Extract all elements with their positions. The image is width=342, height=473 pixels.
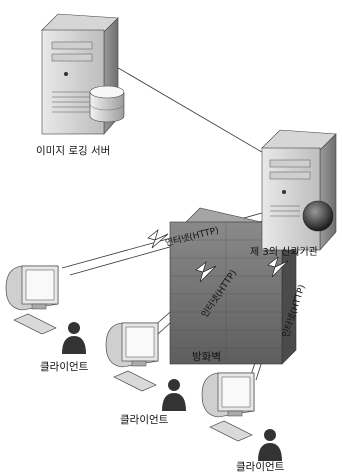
lightning-icon <box>267 256 289 278</box>
firewall-label: 방화벽 <box>192 351 221 363</box>
monitor-icon <box>5 265 59 311</box>
trusted-third-party-label: 제 3의 신뢰기관 <box>250 246 318 258</box>
lightning-icon <box>147 229 169 249</box>
client-1: 클라이언트 <box>5 265 89 373</box>
keyboard-icon <box>209 420 253 442</box>
trusted-third-party-server: 제 3의 신뢰기관 <box>250 129 337 258</box>
user-icon <box>62 322 86 354</box>
monitor-icon <box>201 372 255 418</box>
client-2-label: 클라이언트 <box>120 414 169 426</box>
lightning-bolts <box>147 229 289 283</box>
database-icon <box>89 85 125 123</box>
keyboard-icon <box>113 370 157 392</box>
client-2: 클라이언트 <box>105 322 186 426</box>
client-3-label: 클라이언트 <box>236 461 285 473</box>
monitor-icon <box>105 322 159 368</box>
image-logging-server-label: 이미지 로깅 서버 <box>36 145 110 157</box>
image-logging-server: 이미지 로깅 서버 <box>36 13 125 157</box>
globe-icon <box>302 200 334 232</box>
link-logging-to-ttp <box>107 61 273 159</box>
keyboard-icon <box>13 313 57 335</box>
lightning-icon <box>195 261 217 283</box>
client-3: 클라이언트 <box>201 372 285 473</box>
user-icon <box>162 379 186 411</box>
user-icon <box>258 429 282 461</box>
client-1-label: 클라이언트 <box>40 361 89 373</box>
